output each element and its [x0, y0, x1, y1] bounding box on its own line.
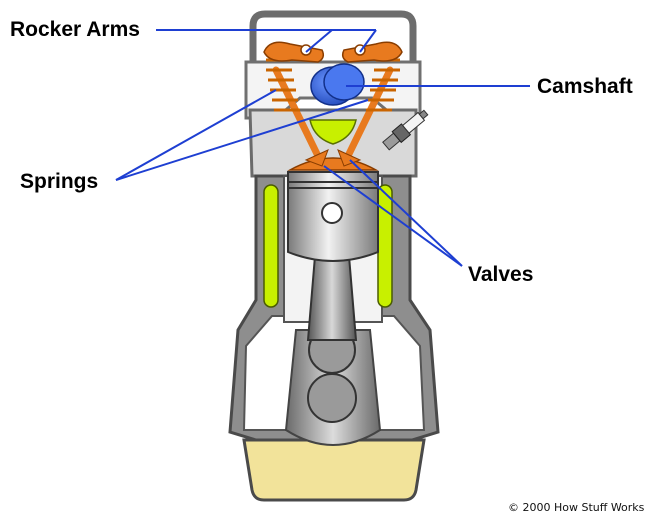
crank-journal [307, 373, 357, 423]
label-springs: Springs [20, 170, 99, 193]
right-rocker-arm [341, 41, 403, 63]
oil-pan [242, 438, 426, 502]
wrist-pin [321, 202, 343, 224]
copyright-credit: © 2000 How Stuff Works [508, 501, 645, 514]
valve-cover [249, 10, 417, 68]
camshaft-lobe [323, 63, 365, 101]
combustion-chamber [309, 119, 357, 145]
left-rocker-arm [263, 41, 325, 63]
label-valves: Valves [468, 263, 534, 286]
spark-plug [382, 109, 429, 151]
left-rocker-pivot [300, 44, 312, 56]
label-rocker-arms: Rocker Arms [10, 18, 140, 41]
exhaust-valve [337, 66, 394, 167]
leader-lines [115, 29, 530, 267]
label-camshaft: Camshaft [537, 75, 633, 98]
coolant-jacket-right [377, 184, 393, 308]
coolant-jacket-left [263, 184, 279, 308]
intake-valve [272, 66, 329, 167]
